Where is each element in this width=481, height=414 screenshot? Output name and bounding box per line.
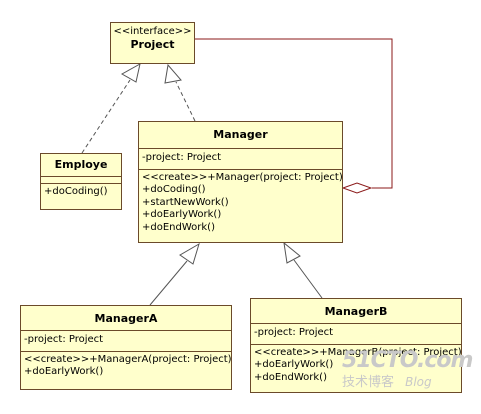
manager-realization-line: [175, 81, 196, 122]
manager-attr-project: -project: Project: [142, 152, 222, 163]
manager-op-doearlywork: +doEarlyWork(): [142, 209, 222, 220]
manager-op-startnewwork: +startNewWork(): [142, 196, 229, 208]
manager-op-docoding: +doCoding(): [142, 184, 206, 195]
project-stereotype: <<interface>>: [113, 26, 192, 37]
managerA-class-name: ManagerA: [94, 312, 158, 325]
employe-class-name: Employe: [54, 158, 108, 171]
employe-realization-line: [81, 79, 131, 154]
project-class-name: Project: [130, 38, 175, 51]
project-interface-box: <<interface>> Project: [110, 22, 195, 64]
managerB-attributes: -project: Project: [251, 323, 461, 344]
manager-class-name: Manager: [213, 128, 268, 141]
managerB-op-doendwork: +doEndWork(): [254, 371, 327, 383]
employe-realization-arrowhead: [120, 63, 141, 83]
aggregation-line: [195, 38, 393, 189]
aggregation-diamond: [341, 182, 373, 194]
managerB-generalization-arrowhead: [283, 241, 301, 264]
managerA-generalization-arrowhead: [179, 242, 200, 265]
managerB-op-constructor: <<create>>+ManagerB(project: Project): [254, 346, 462, 358]
manager-operations: <<create>>+Manager(project: Project) +do…: [139, 168, 343, 237]
managerB-class-box: ManagerB -project: Project <<create>>+Ma…: [250, 298, 462, 393]
manager-attributes: -project: Project: [139, 148, 342, 169]
managerA-attr-project: -project: Project: [24, 334, 104, 345]
managerB-op-doearlywork: +doEarlyWork(): [254, 359, 334, 370]
managerB-operations: <<create>>+ManagerB(project: Project) +d…: [251, 343, 462, 387]
manager-realization-arrowhead: [164, 63, 182, 84]
managerA-generalization-line: [149, 260, 188, 306]
managerA-class-box: ManagerA -project: Project <<create>>+Ma…: [20, 305, 232, 390]
watermark-logo-text: 51CTO.com: [342, 348, 473, 373]
managerB-class-name: ManagerB: [324, 305, 388, 318]
watermark-blog-cn: 技术博客: [342, 375, 395, 390]
managerB-generalization-line: [293, 259, 323, 299]
managerA-attributes: -project: Project: [21, 330, 231, 351]
watermark-blog-en: Blog: [405, 375, 432, 389]
employe-operations: +doCoding(): [41, 183, 121, 201]
manager-op-doendwork: +doEndWork(): [142, 221, 215, 233]
employe-attributes: [41, 176, 121, 183]
site-watermark: 51CTO.com 技术博客 Blog: [342, 348, 473, 390]
manager-class-box: Manager -project: Project <<create>>+Man…: [138, 121, 343, 243]
employe-op-docoding: +doCoding(): [44, 186, 108, 197]
managerA-operations: <<create>>+ManagerA(project: Project) +d…: [21, 350, 232, 381]
managerA-op-doearlywork: +doEarlyWork(): [24, 366, 104, 377]
managerA-op-constructor: <<create>>+ManagerA(project: Project): [24, 353, 232, 365]
employe-class-box: Employe +doCoding(): [40, 153, 122, 210]
manager-op-constructor: <<create>>+Manager(project: Project): [142, 171, 343, 183]
managerB-attr-project: -project: Project: [254, 327, 334, 338]
